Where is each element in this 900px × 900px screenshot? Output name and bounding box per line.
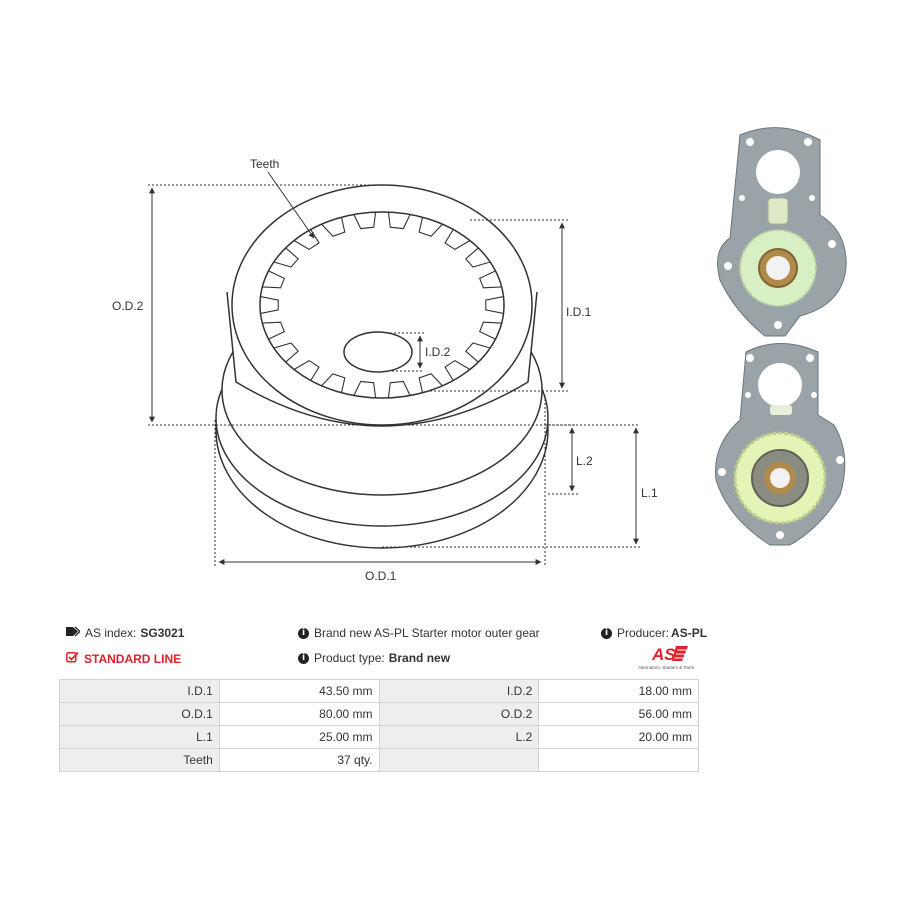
- gear-tooth: [444, 229, 471, 251]
- gear-tooth: [479, 270, 502, 289]
- gear-tooth: [465, 247, 491, 268]
- gear-tooth: [262, 270, 285, 289]
- spec-label: L.1: [59, 725, 220, 749]
- gear-tooth: [387, 212, 411, 230]
- description: i Brand new AS-PL Starter motor outer ge…: [298, 626, 540, 640]
- spec-value: 56.00 mm: [538, 702, 699, 726]
- gear-tooth: [262, 321, 285, 340]
- as-index-label: AS index:: [85, 626, 137, 640]
- gear-tooth: [485, 296, 504, 314]
- product-type-label: Product type:: [314, 651, 385, 665]
- id1-label: I.D.1: [566, 305, 592, 319]
- spec-value: 43.50 mm: [218, 679, 380, 703]
- table-row: L.1 25.00 mm L.2 20.00 mm: [59, 725, 699, 749]
- gear-tooth: [273, 342, 299, 363]
- spec-label: O.D.1: [59, 702, 220, 726]
- svg-text:Alternators, Starters & Parts: Alternators, Starters & Parts: [638, 665, 695, 670]
- spec-table: I.D.1 43.50 mm I.D.2 18.00 mm O.D.1 80.0…: [59, 679, 699, 772]
- standard-line-text: STANDARD LINE: [84, 651, 182, 666]
- spec-value: 20.00 mm: [538, 725, 699, 749]
- technical-drawing: Teeth O.D.2 I.D.1 I.D.2 L.2 L.1 O.D.1: [112, 127, 847, 583]
- gear-tooth: [321, 373, 346, 393]
- gear-tooth: [293, 359, 320, 381]
- spec-label: O.D.2: [378, 702, 540, 726]
- gear-tooth: [387, 380, 411, 398]
- description-text: Brand new AS-PL Starter motor outer gear: [314, 626, 540, 640]
- table-row: I.D.1 43.50 mm I.D.2 18.00 mm: [59, 679, 699, 703]
- info-icon: i: [298, 652, 309, 664]
- gear-outline: [215, 184, 549, 549]
- standard-line: STANDARD LINE: [66, 651, 181, 666]
- spec-value: 18.00 mm: [538, 679, 699, 703]
- gear-tooth: [273, 247, 299, 268]
- l2-label: L.2: [576, 454, 593, 468]
- info-icon: i: [601, 627, 612, 639]
- spec-value: 80.00 mm: [218, 702, 380, 726]
- product-type-value: Brand new: [388, 651, 451, 665]
- teeth-label: Teeth: [250, 157, 279, 171]
- table-row: O.D.1 80.00 mm O.D.2 56.00 mm: [59, 702, 699, 726]
- od2-label: O.D.2: [112, 299, 144, 313]
- as-index: AS index: SG3021: [66, 626, 184, 640]
- internal-teeth: [260, 212, 504, 398]
- l1-label: L.1: [641, 486, 658, 500]
- gear-tooth: [479, 321, 502, 340]
- spec-value: [538, 748, 699, 772]
- spec-label: I.D.2: [378, 679, 540, 703]
- tag-icon: [66, 626, 81, 640]
- gear-tooth: [465, 342, 491, 363]
- spec-value: 37 qty.: [218, 748, 380, 772]
- as-index-value: SG3021: [140, 626, 185, 640]
- dimension-lines: [148, 171, 640, 566]
- producer: i Producer: AS-PL: [601, 626, 707, 640]
- gear-tooth: [260, 296, 279, 314]
- gear-tooth: [418, 373, 443, 393]
- spec-label: L.2: [378, 725, 540, 749]
- id2-label: I.D.2: [425, 345, 451, 359]
- spec-label: [378, 748, 540, 772]
- product-photo-front: [717, 127, 847, 337]
- spec-value: 25.00 mm: [218, 725, 380, 749]
- spec-label: Teeth: [59, 748, 220, 772]
- product-photo-back: [715, 343, 846, 546]
- gear-tooth: [293, 229, 320, 251]
- gear-tooth: [353, 212, 377, 230]
- gear-tooth: [418, 217, 443, 237]
- gear-tooth: [321, 217, 346, 237]
- product-type: i Product type: Brand new: [298, 651, 450, 665]
- gear-tooth: [353, 380, 377, 398]
- info-icon: i: [298, 627, 309, 639]
- producer-label: Producer:: [617, 626, 670, 640]
- gear-tooth: [444, 359, 471, 381]
- od1-label: O.D.1: [365, 569, 397, 583]
- as-pl-logo: AS Alternators, Starters & Parts: [636, 644, 700, 672]
- table-row: Teeth 37 qty.: [59, 748, 699, 772]
- checkbox-icon: [66, 651, 79, 666]
- spec-label: I.D.1: [59, 679, 220, 703]
- producer-value: AS-PL: [671, 626, 708, 640]
- svg-text:AS: AS: [651, 645, 676, 664]
